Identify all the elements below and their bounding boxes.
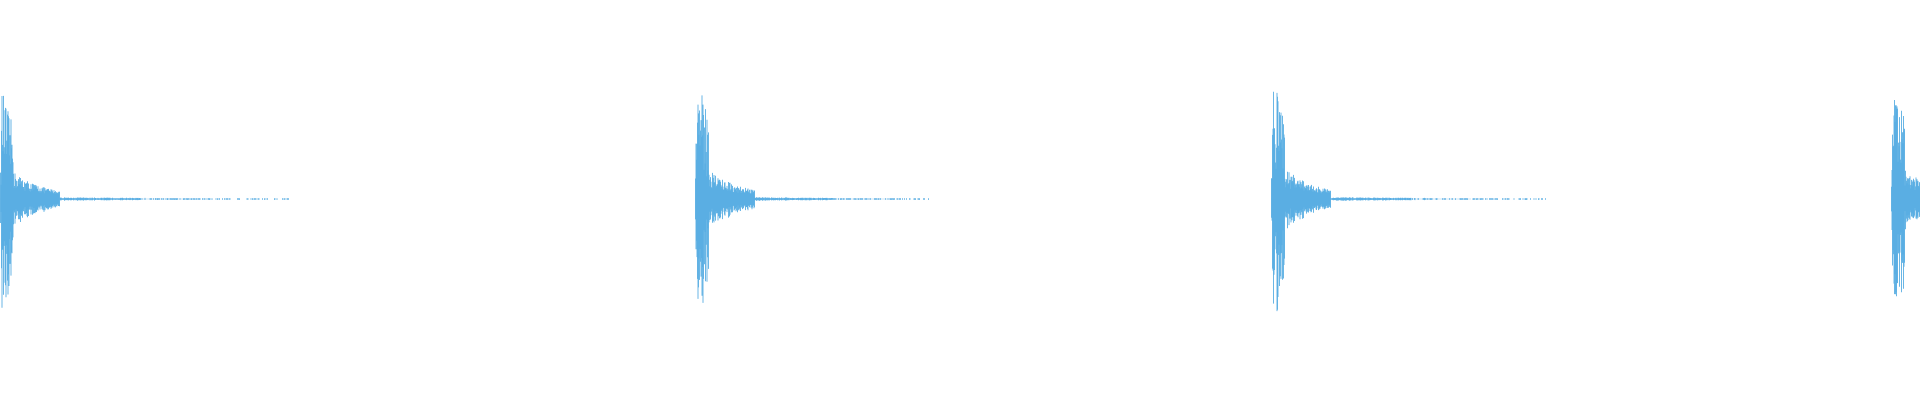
- waveform-burst-1: [0, 95, 289, 308]
- waveform-burst-path: [1891, 100, 1920, 297]
- waveform-burst-4: [1891, 100, 1920, 297]
- waveform-burst-3: [1271, 91, 1546, 312]
- waveform-burst-path: [0, 95, 289, 308]
- waveform-burst-path: [1271, 91, 1546, 312]
- waveform-burst-2: [695, 95, 929, 303]
